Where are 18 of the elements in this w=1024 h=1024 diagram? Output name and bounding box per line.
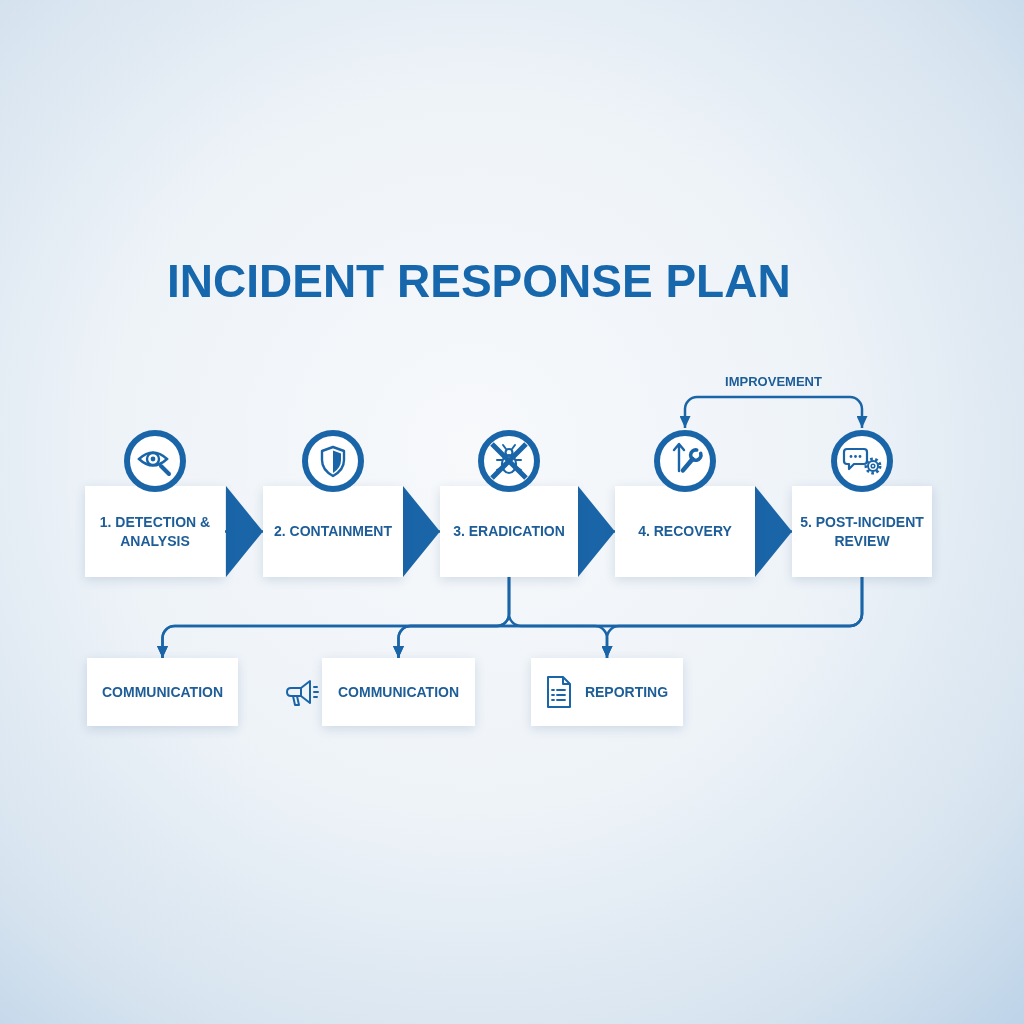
edge-label: IMPROVEMENT: [725, 374, 822, 390]
chevron-arrow: [578, 486, 615, 577]
step-label: 3. ERADICATION: [453, 522, 565, 541]
double-arrow: [679, 395, 868, 428]
step-label: 5. POST-INCIDENT REVIEW: [799, 512, 925, 551]
step-label: 4. RECOVERY: [638, 522, 732, 541]
chevron-arrow: [225, 486, 263, 577]
output-label: COMMUNICATION: [101, 682, 224, 702]
step-label: 2. CONTAINMENT: [274, 522, 392, 541]
output-label: COMMUNICATION: [337, 682, 460, 702]
title: INCIDENT RESPONSE PLAN: [167, 255, 791, 307]
arrow: [601, 577, 864, 658]
output-box: [531, 658, 683, 726]
step-label: 1. DETECTION & ANALYSIS: [98, 512, 212, 551]
chevron-arrow: [755, 486, 792, 577]
output-label: REPORTING: [584, 682, 669, 702]
chevron-arrow: [403, 486, 440, 577]
output-box: [87, 658, 238, 726]
